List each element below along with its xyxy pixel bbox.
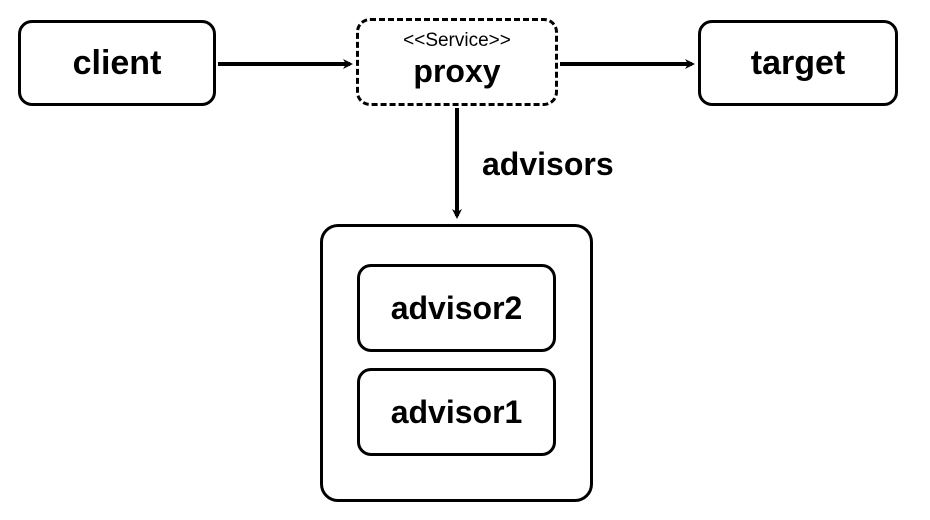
target-node: target: [698, 20, 898, 106]
advisors-edge-label: advisors: [482, 146, 614, 182]
proxy-stereotype: <<Service>>: [403, 29, 511, 51]
proxy-node: <<Service>> proxy: [356, 18, 558, 106]
client-label: client: [72, 43, 162, 82]
advisor1-node: advisor1: [357, 368, 556, 456]
advisor1-label: advisor1: [390, 393, 523, 430]
advisor2-label: advisor2: [390, 289, 523, 326]
proxy-label: proxy: [413, 52, 501, 89]
advisor2-node: advisor2: [357, 264, 556, 352]
client-node: client: [18, 20, 216, 106]
target-label: target: [750, 43, 846, 82]
